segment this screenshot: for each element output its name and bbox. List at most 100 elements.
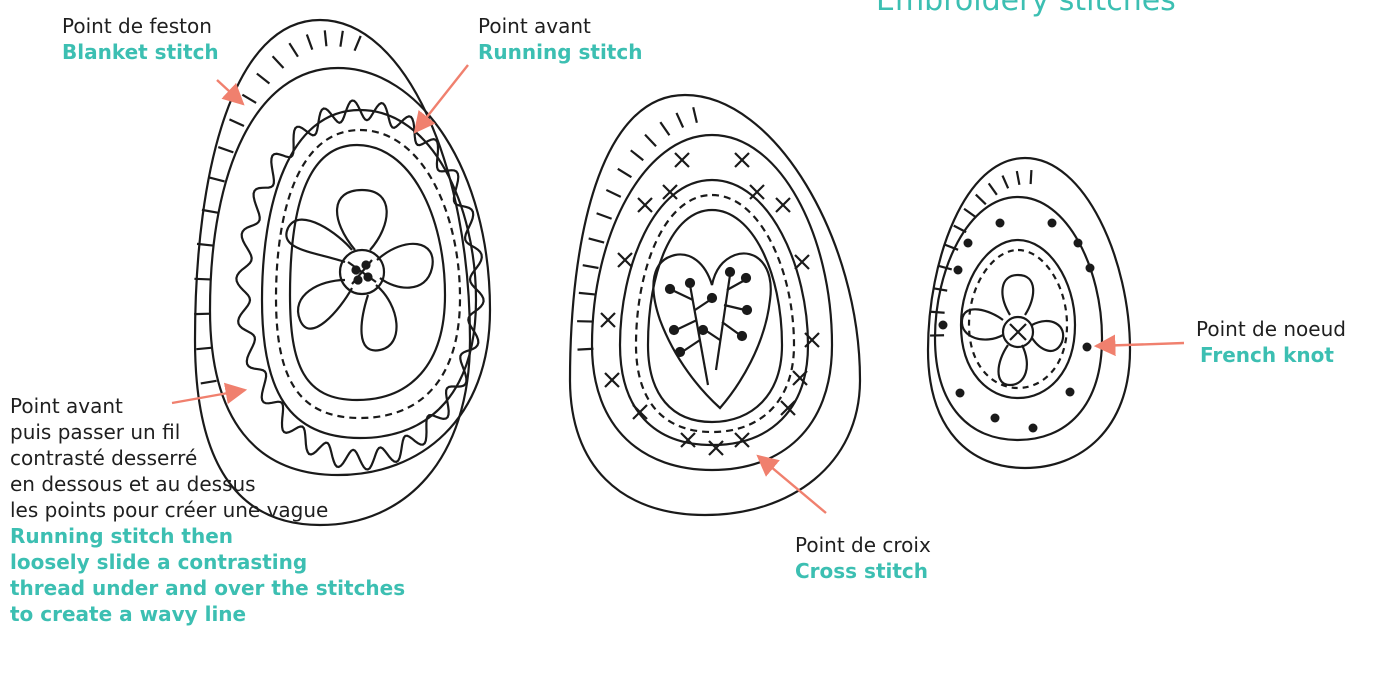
blanket-tick [583, 265, 599, 268]
blanket-tick [355, 36, 361, 51]
sprig-knot [666, 285, 674, 293]
blanket-tick [589, 238, 604, 242]
blanket-tick [606, 190, 620, 197]
sprig-knot [738, 332, 746, 340]
sprig-knot [686, 279, 694, 287]
french-knot [1086, 264, 1095, 273]
egg-medium-ring-4 [648, 210, 782, 422]
label-blanket-fr: Point de feston [62, 13, 219, 39]
egg-small-ring-3 [961, 240, 1075, 398]
sprig-stem [722, 322, 740, 335]
french-knot [1083, 343, 1092, 352]
blanket-tick [578, 349, 594, 350]
egg-medium-cross-stitches [601, 153, 819, 455]
blanket-tick [989, 183, 997, 194]
blanket-tick [218, 147, 233, 152]
blanket-tick [631, 150, 644, 160]
blanket-tick [976, 195, 986, 205]
label-french-en: French knot [1196, 342, 1346, 368]
flower-large [286, 190, 432, 350]
arrow-running [415, 65, 468, 132]
egg-medium [570, 95, 860, 515]
blanket-tick [202, 210, 218, 213]
sprig-knot [708, 294, 716, 302]
blanket-tick [660, 122, 669, 135]
blanket-tick [201, 381, 217, 384]
sprig-knot [742, 274, 750, 282]
egg-small-ring-2 [935, 197, 1102, 440]
french-knot [991, 414, 1000, 423]
label-wavy-fr-3: contrasté desserré [10, 445, 405, 471]
blanket-tick [931, 312, 945, 313]
blanket-tick [954, 226, 966, 233]
heart-motif [653, 253, 770, 408]
blanket-tick [209, 177, 224, 181]
blanket-tick [1031, 170, 1032, 184]
label-blanket: Point de feston Blanket stitch [62, 13, 219, 65]
label-wavy-en-1: Running stitch then [10, 523, 405, 549]
french-knot [939, 321, 948, 330]
flower-small [962, 275, 1063, 385]
blanket-tick [242, 95, 256, 103]
sprig-knot [670, 326, 678, 334]
label-running: Point avant Running stitch [478, 13, 642, 65]
page-title: Embroidery stitches [876, 0, 1176, 18]
french-knot [954, 266, 963, 275]
egg-small [928, 158, 1130, 468]
blanket-tick [325, 30, 327, 46]
heart-sprigs [666, 268, 751, 385]
label-wavy-fr-5: les points pour créer une vague [10, 497, 405, 523]
label-french-fr: Point de noeud [1196, 316, 1346, 342]
blanket-tick [194, 279, 210, 280]
label-blanket-en: Blanket stitch [62, 39, 219, 65]
sprig-knot [699, 326, 707, 334]
blanket-tick [307, 35, 312, 50]
sprig-stem [695, 300, 710, 310]
blanket-tick [229, 119, 244, 126]
blanket-tick [340, 31, 342, 47]
blanket-tick [618, 169, 632, 177]
label-wavy-fr-4: en dessous et au dessus [10, 471, 405, 497]
blanket-tick [938, 266, 952, 270]
label-french: Point de noeud French knot [1196, 316, 1346, 368]
french-knot [1074, 239, 1083, 248]
french-knot [1029, 424, 1038, 433]
blanket-tick [257, 74, 270, 84]
egg-medium-outline [570, 95, 860, 515]
blanket-tick [289, 43, 298, 57]
label-cross-fr: Point de croix [795, 532, 931, 558]
sprig-stem [676, 320, 697, 330]
label-wavy-en-3: thread under and over the stitches [10, 575, 405, 601]
blanket-tick [676, 113, 683, 128]
blanket-tick [273, 56, 284, 68]
blanket-tick [1017, 171, 1020, 185]
sprig-knot [743, 306, 751, 314]
french-knot [996, 219, 1005, 228]
french-knot [964, 239, 973, 248]
label-running-en: Running stitch [478, 39, 642, 65]
blanket-tick [933, 288, 947, 290]
label-wavy-fr-2: puis passer un fil [10, 419, 405, 445]
arrow-french [1096, 343, 1184, 346]
french-knot [1066, 388, 1075, 397]
blanket-tick [964, 209, 975, 217]
blanket-tick [196, 348, 212, 350]
blanket-tick [693, 107, 697, 123]
label-running-fr: Point avant [478, 13, 642, 39]
sprig-stem [724, 305, 745, 310]
blanket-tick [579, 293, 595, 295]
blanket-tick [597, 213, 612, 218]
egg-small-running-stitch [969, 250, 1067, 388]
label-cross-en: Cross stitch [795, 558, 931, 584]
sprig-knot [726, 268, 734, 276]
french-knot [1048, 219, 1057, 228]
french-knot [956, 389, 965, 398]
label-wavy-fr-1: Point avant [10, 393, 405, 419]
label-wavy: Point avant puis passer un fil contrasté… [10, 393, 405, 627]
blanket-tick [645, 135, 656, 147]
label-wavy-en-2: loosely slide a contrasting [10, 549, 405, 575]
sprig-stem [672, 290, 693, 300]
blanket-tick [1002, 176, 1008, 189]
sprig-knot [676, 348, 684, 356]
